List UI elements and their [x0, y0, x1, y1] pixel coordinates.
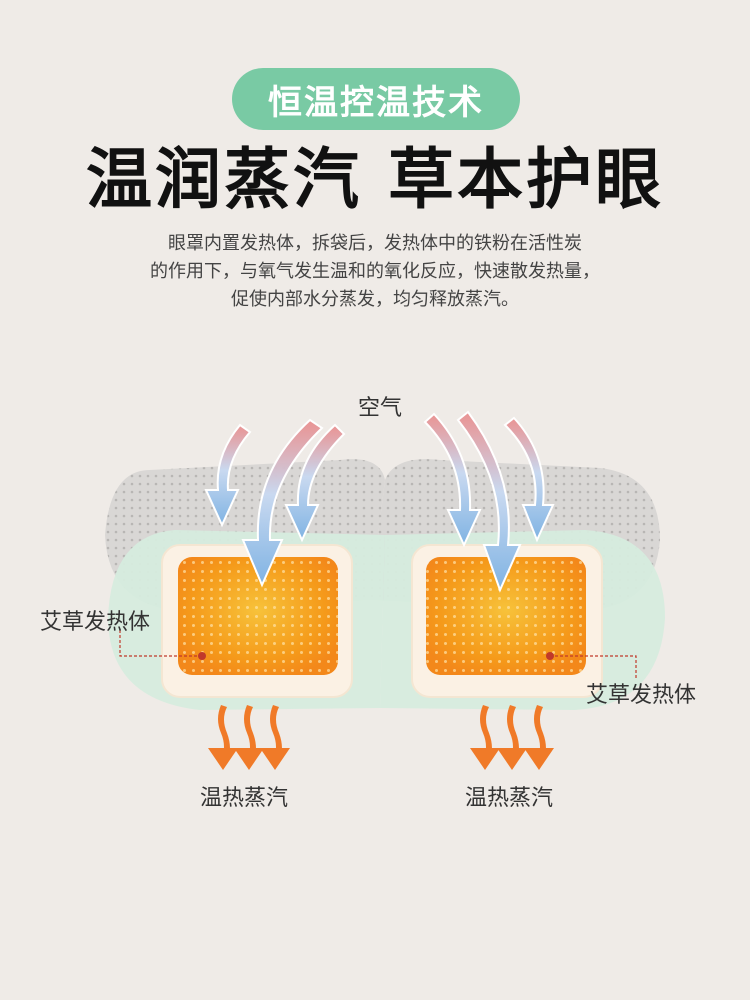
technology-badge: 恒温控温技术: [232, 68, 520, 130]
description: 眼罩内置发热体，拆袋后，发热体中的铁粉在活性炭 的作用下，与氧气发生温和的氧化反…: [60, 230, 690, 314]
badge-text: 恒温控温技术: [268, 82, 484, 123]
steam-arrows-left: [208, 705, 290, 770]
description-line-1: 眼罩内置发热体，拆袋后，发热体中的铁粉在活性炭: [168, 233, 582, 254]
headline: 温润蒸汽 草本护眼: [86, 141, 664, 218]
air-arrows-left: [204, 418, 346, 588]
pointer-right: [546, 652, 637, 678]
heater-label-right: 艾草发热体: [586, 683, 697, 708]
steam-label-right: 温热蒸汽: [465, 786, 554, 811]
air-label: 空气: [358, 396, 403, 421]
description-line-3: 促使内部水分蒸发，均匀释放蒸汽。: [231, 289, 519, 310]
steam-mask-diagram: [105, 410, 665, 770]
description-line-2: 的作用下，与氧气发生温和的氧化反应，快速散发热量，: [150, 261, 600, 282]
steam-arrows-right: [470, 705, 554, 770]
steam-label-left: 温热蒸汽: [200, 786, 289, 811]
heater-label-left: 艾草发热体: [40, 610, 151, 635]
heater-pad-right: [411, 544, 603, 698]
air-arrows-right: [423, 410, 555, 593]
pointer-left: [119, 630, 206, 660]
